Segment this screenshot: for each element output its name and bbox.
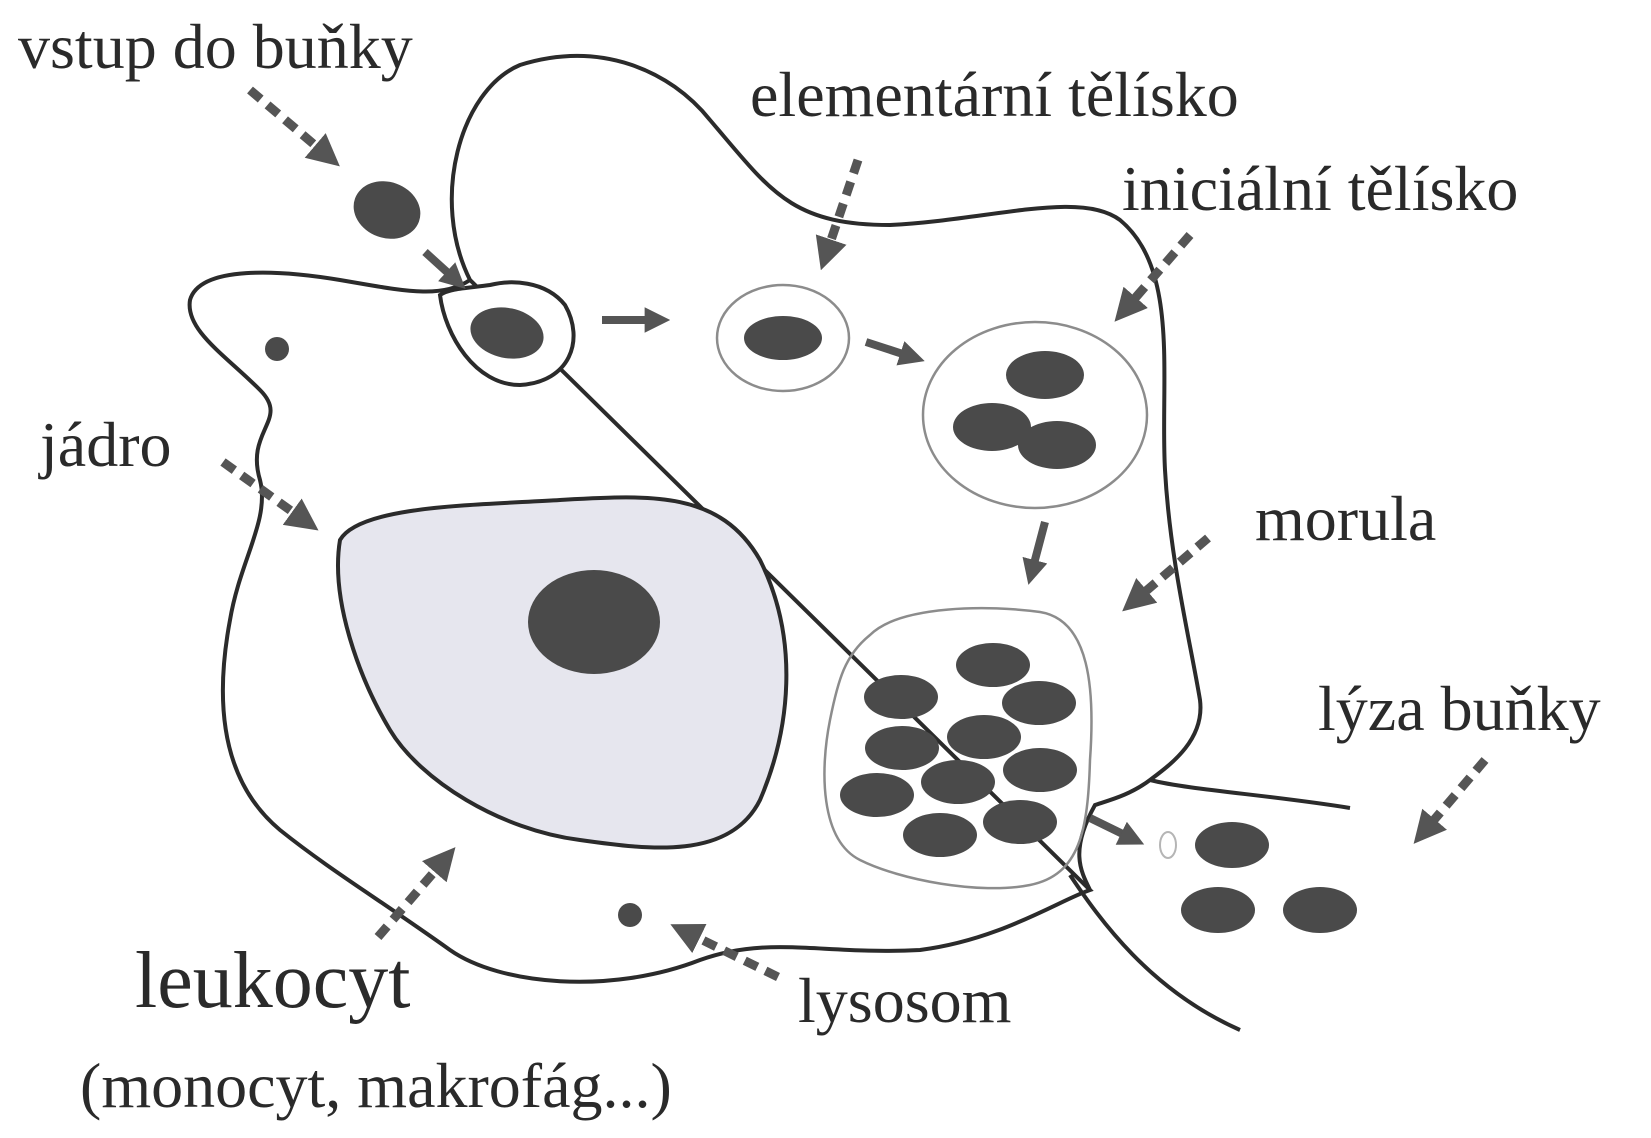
label-leukocyte-note: (monocyt, makrofág...) <box>80 1050 672 1121</box>
morula-body <box>1002 681 1076 725</box>
label-lysosome: lysosom <box>798 965 1011 1036</box>
released-body <box>1181 887 1255 933</box>
extracellular-elementary-body <box>345 172 428 248</box>
morula-body <box>864 675 938 719</box>
initial-body <box>1018 421 1096 469</box>
morula-body <box>865 726 939 770</box>
label-initial-body: iniciální tělísko <box>1122 153 1518 224</box>
released-body-fragment <box>1160 832 1176 858</box>
released-body <box>1195 822 1269 868</box>
morula-body <box>983 800 1057 844</box>
lysosome <box>618 903 642 927</box>
label-cell-lysis: lýza buňky <box>1318 673 1601 744</box>
morula-body <box>921 760 995 804</box>
released-body <box>1283 887 1357 933</box>
morula-body <box>903 813 977 857</box>
nucleolus <box>528 570 660 674</box>
lysosome <box>265 337 289 361</box>
label-nucleus: jádro <box>38 409 172 480</box>
elementary-body <box>744 316 822 360</box>
initial-body <box>1006 351 1084 399</box>
label-morula: morula <box>1255 483 1436 554</box>
morula-body <box>947 715 1021 759</box>
label-elementary-body: elementární tělísko <box>750 59 1239 130</box>
morula-body <box>840 773 914 817</box>
morula-body <box>956 643 1030 687</box>
label-leukocyte: leukocyt <box>135 937 410 1025</box>
nucleus <box>338 497 786 847</box>
morula-body <box>1003 748 1077 792</box>
label-cell-entry: vstup do buňky <box>18 11 413 82</box>
initial-body-vacuole <box>923 322 1147 508</box>
